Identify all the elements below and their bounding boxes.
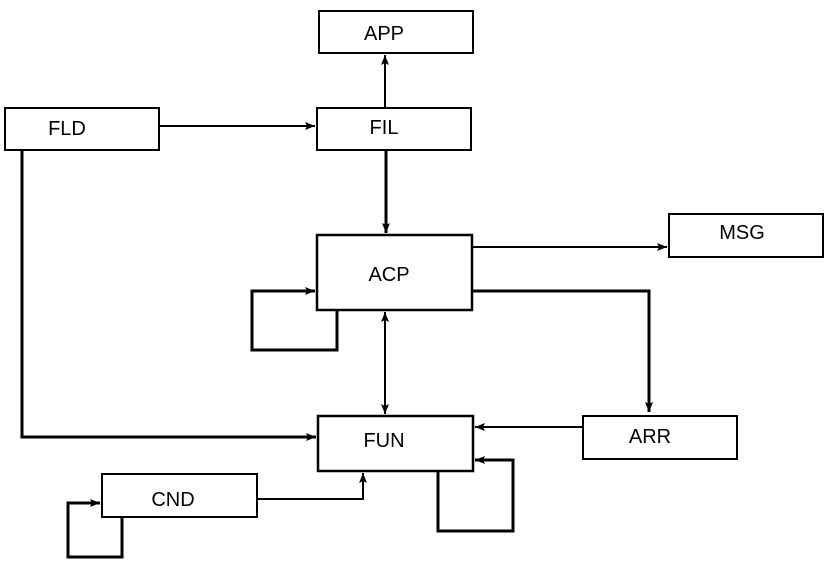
- node-app[interactable]: APP: [318, 10, 474, 54]
- node-acp[interactable]: ACP: [315, 233, 474, 312]
- node-app-box: [318, 10, 474, 54]
- node-arr-label: ARR: [629, 426, 671, 448]
- node-fld-box: [4, 107, 160, 151]
- edge-acp-to-arr: [472, 289, 653, 412]
- node-cnd-box: [101, 473, 258, 518]
- node-fil[interactable]: FIL: [316, 107, 472, 151]
- node-app-label: APP: [364, 23, 404, 45]
- node-cnd[interactable]: CND: [101, 473, 258, 518]
- node-fun-label: FUN: [363, 430, 404, 452]
- node-acp-box: [315, 233, 474, 312]
- edge-acp-self-loop: [250, 287, 339, 352]
- node-acp-label: ACP: [368, 264, 409, 286]
- node-fun[interactable]: FUN: [316, 414, 475, 473]
- node-cnd-label: CND: [151, 489, 194, 511]
- node-msg-label: MSG: [719, 222, 765, 244]
- edge-fld-to-fun: [20, 150, 316, 441]
- node-fun-box: [316, 414, 475, 473]
- edge-cnd-to-fun: [257, 473, 367, 500]
- node-fld-label: FLD: [48, 118, 86, 140]
- edge-fun-self-loop: [436, 456, 515, 533]
- node-arr[interactable]: ARR: [582, 415, 738, 460]
- node-arr-box: [582, 415, 738, 460]
- node-msg[interactable]: MSG: [668, 213, 824, 258]
- edge-cnd-self-loop: [66, 499, 124, 559]
- node-fil-label: FIL: [370, 117, 399, 139]
- node-fld[interactable]: FLD: [4, 107, 160, 151]
- node-fil-box: [316, 107, 472, 151]
- node-msg-box: [668, 213, 824, 258]
